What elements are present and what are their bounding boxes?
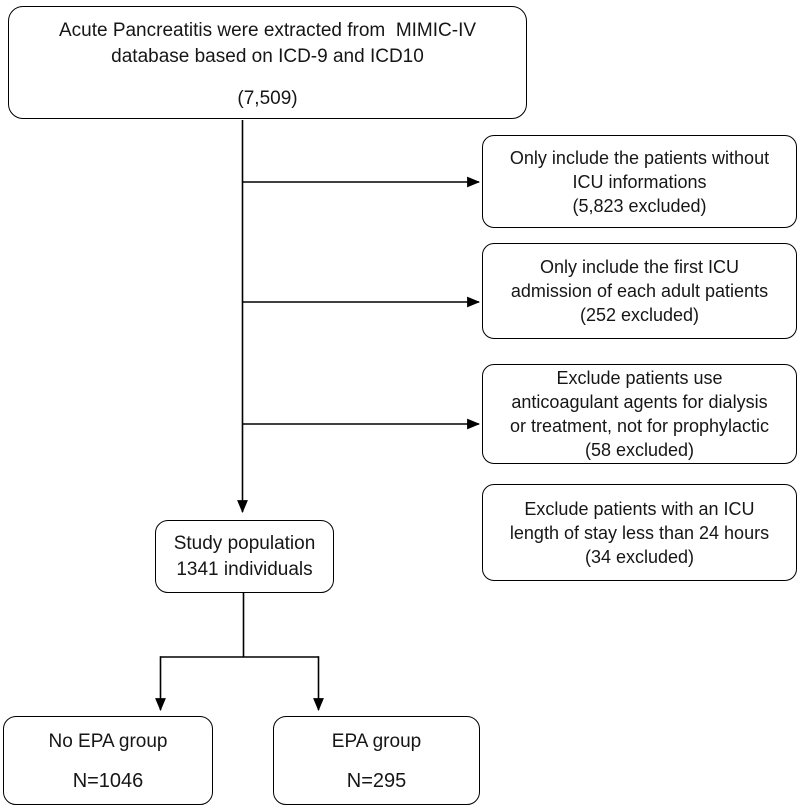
exclusion-box-anticoagulant-use: Exclude patients use anticoagulant agent… xyxy=(482,364,797,464)
exclusion-box-first-icu-admission: Only include the first ICU admission of … xyxy=(482,243,797,339)
exclusion-box-no-icu-info: Only include the patients without ICU in… xyxy=(482,135,797,228)
source-box-count: (7,509) xyxy=(237,88,298,109)
study-population-text: Study population 1341 individuals xyxy=(173,532,316,580)
exclusion-box-text: Only include the patients without ICU in… xyxy=(509,147,770,216)
exclusion-box-text: Exclude patients use anticoagulant agent… xyxy=(509,368,770,460)
exclusion-box-text: Only include the first ICU admission of … xyxy=(510,257,769,325)
source-box: Acute Pancreatitis were extracted from M… xyxy=(8,6,527,119)
exclusion-box-text: Exclude patients with an ICU length of s… xyxy=(509,498,770,567)
epa-group-count: N=295 xyxy=(346,770,407,792)
exclusion-box-icu-stay-24h: Exclude patients with an ICU length of s… xyxy=(482,484,797,581)
epa-group-label: EPA group xyxy=(331,731,422,752)
source-box-text: Acute Pancreatitis were extracted from M… xyxy=(58,20,477,67)
epa-group-box: EPA group N=295 xyxy=(273,716,480,805)
no-epa-group-count: N=1046 xyxy=(72,770,144,792)
no-epa-group-box: No EPA group N=1046 xyxy=(3,716,213,805)
study-population-box: Study population 1341 individuals xyxy=(155,520,334,593)
no-epa-group-label: No EPA group xyxy=(48,731,168,752)
